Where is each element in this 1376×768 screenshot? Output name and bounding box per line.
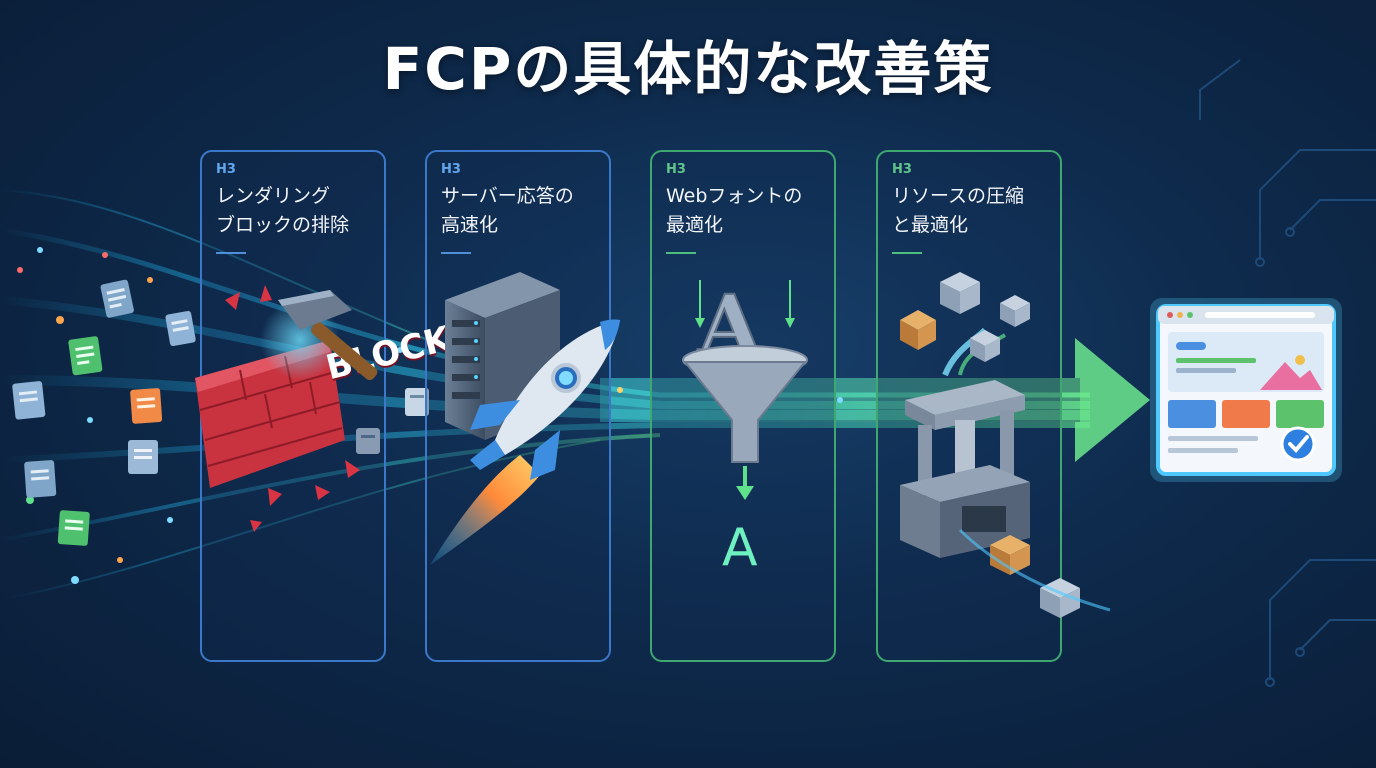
card-heading-level: H3 [216, 162, 236, 177]
document-icon-group [12, 279, 429, 546]
card-title: レンダリング ブロックの排除 [216, 182, 384, 240]
card-resource-compression: H3 リソースの圧縮 と最適化 [876, 150, 1062, 662]
card-title: リソースの圧縮 と最適化 [892, 182, 1060, 240]
card-heading-level: H3 [441, 162, 461, 177]
circuit-lines [1199, 59, 1376, 687]
card-title-line: レンダリング [216, 185, 331, 207]
card-heading-level: H3 [892, 162, 912, 177]
card-render-blocking: H3 レンダリング ブロックの排除 [200, 150, 386, 662]
card-web-font: H3 Webフォントの 最適化 [650, 150, 836, 662]
card-title-line: と最適化 [892, 214, 969, 236]
card-divider [892, 252, 922, 254]
card-title: サーバー応答の 高速化 [441, 182, 609, 240]
card-title: Webフォントの 最適化 [666, 182, 834, 240]
card-title-line: ブロックの排除 [216, 214, 350, 236]
card-title-line: 高速化 [441, 214, 499, 236]
card-title-line: Webフォントの [666, 185, 803, 207]
card-heading-level: H3 [666, 162, 686, 177]
card-server-response: H3 サーバー応答の 高速化 [425, 150, 611, 662]
card-title-line: リソースの圧縮 [892, 185, 1025, 207]
card-divider [441, 252, 471, 254]
card-divider [216, 252, 246, 254]
card-title-line: サーバー応答の [441, 185, 574, 207]
card-title-line: 最適化 [666, 214, 724, 236]
card-divider [666, 252, 696, 254]
page-title: FCPの具体的な改善策 [382, 35, 994, 103]
